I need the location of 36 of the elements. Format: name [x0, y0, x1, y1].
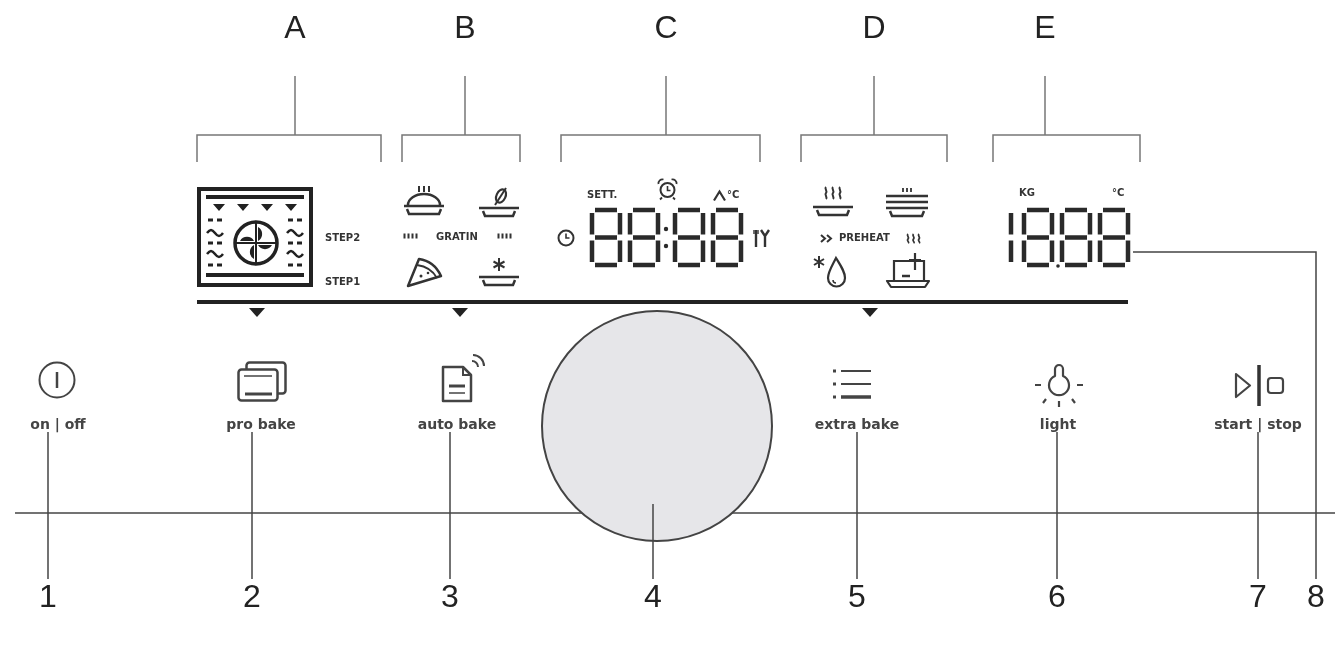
display-label: PREHEAT — [839, 233, 890, 243]
display-label: STEP1 — [325, 277, 361, 287]
callout-number: 3 — [441, 580, 459, 612]
control-label: light — [1039, 417, 1077, 431]
leader-line — [449, 431, 451, 580]
callout-letter: A — [284, 11, 306, 43]
control-label: pro bake — [226, 417, 296, 431]
callout-number: 7 — [1249, 580, 1267, 612]
leader-line — [1056, 431, 1058, 580]
display-label: GRATIN — [436, 232, 478, 242]
control-label: on | off — [30, 417, 86, 431]
callout-number: 6 — [1048, 580, 1066, 612]
leader-line — [251, 431, 253, 580]
callout-letter: B — [454, 11, 476, 43]
display-label: SETT. — [587, 190, 618, 200]
callout-letter: D — [862, 11, 886, 43]
leader-line — [856, 431, 858, 580]
display-label: STEP2 — [325, 233, 361, 243]
control-label: start | stop — [1214, 417, 1302, 431]
control-label: extra bake — [814, 417, 900, 431]
callout-number: 8 — [1307, 580, 1325, 612]
leader-line — [1132, 251, 1317, 580]
callout-number: 2 — [243, 580, 261, 612]
leader-line — [1257, 431, 1259, 580]
callout-number: 1 — [39, 580, 57, 612]
leader-line — [652, 503, 654, 580]
display-label: °C — [727, 190, 740, 200]
callout-letter: E — [1034, 11, 1056, 43]
seven-segment-display — [1008, 208, 1132, 268]
callout-number: 4 — [644, 580, 662, 612]
control-label: auto bake — [417, 417, 497, 431]
callout-number: 5 — [848, 580, 866, 612]
callout-letter: C — [654, 11, 678, 43]
display-label: °C — [1112, 188, 1125, 198]
leader-line — [47, 431, 49, 580]
display-label: KG — [1019, 188, 1035, 198]
